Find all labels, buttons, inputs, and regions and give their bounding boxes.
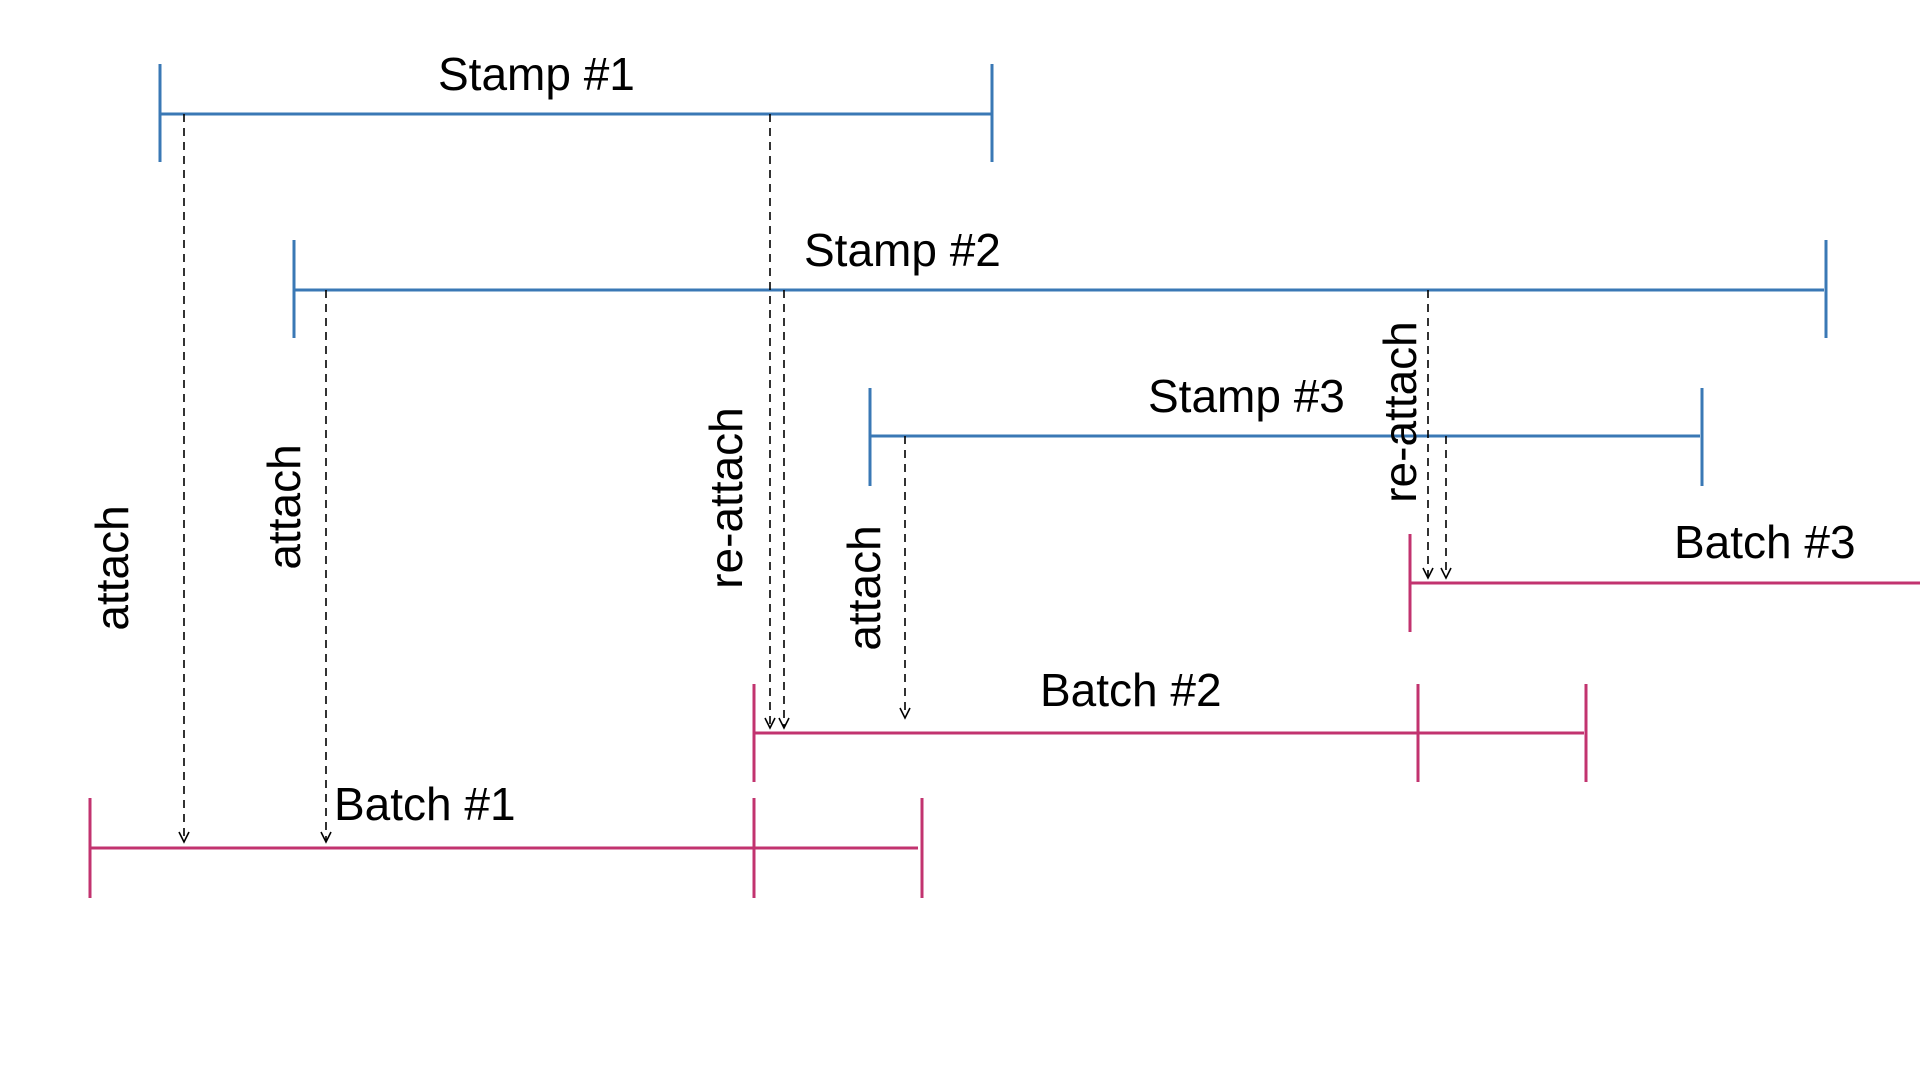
connector-3-label: re-attach [700,407,752,589]
batch-3-label: Batch #3 [1674,516,1856,568]
batch-2-label: Batch #2 [1040,664,1222,716]
batch-1: Batch #1 [88,778,924,898]
stamp-2: Stamp #2 [292,224,1828,338]
connector-4-label: attach [838,525,890,650]
connector-3-arrowhead-b [778,717,790,730]
connector-1-attach: attach [86,114,190,844]
connector-5-arrowhead-b [1440,567,1452,580]
connector-4-arrowhead [899,707,911,720]
stamp-1: Stamp #1 [158,48,994,162]
connector-3-arrowhead-a [764,717,776,730]
connector-4-attach: attach [838,436,911,720]
stamp-3: Stamp #3 [868,370,1704,486]
connector-5-re-attach: re-attach [1374,290,1452,580]
connector-5-label: re-attach [1374,321,1426,503]
batch-2: Batch #2 [752,664,1588,782]
connector-3-re-attach: re-attach [700,114,790,730]
connector-5-arrowhead-a [1422,567,1434,580]
batch-1-label: Batch #1 [334,778,516,830]
connector-1-arrowhead [178,831,190,844]
connector-1-label: attach [86,505,138,630]
connector-2-arrowhead [320,831,332,844]
batch-3: Batch #3 [1408,516,1920,632]
stamp-3-label: Stamp #3 [1148,370,1345,422]
stamp-2-label: Stamp #2 [804,224,1001,276]
connector-2-attach: attach [258,290,332,844]
stamp-1-label: Stamp #1 [438,48,635,100]
connector-2-label: attach [258,444,310,569]
